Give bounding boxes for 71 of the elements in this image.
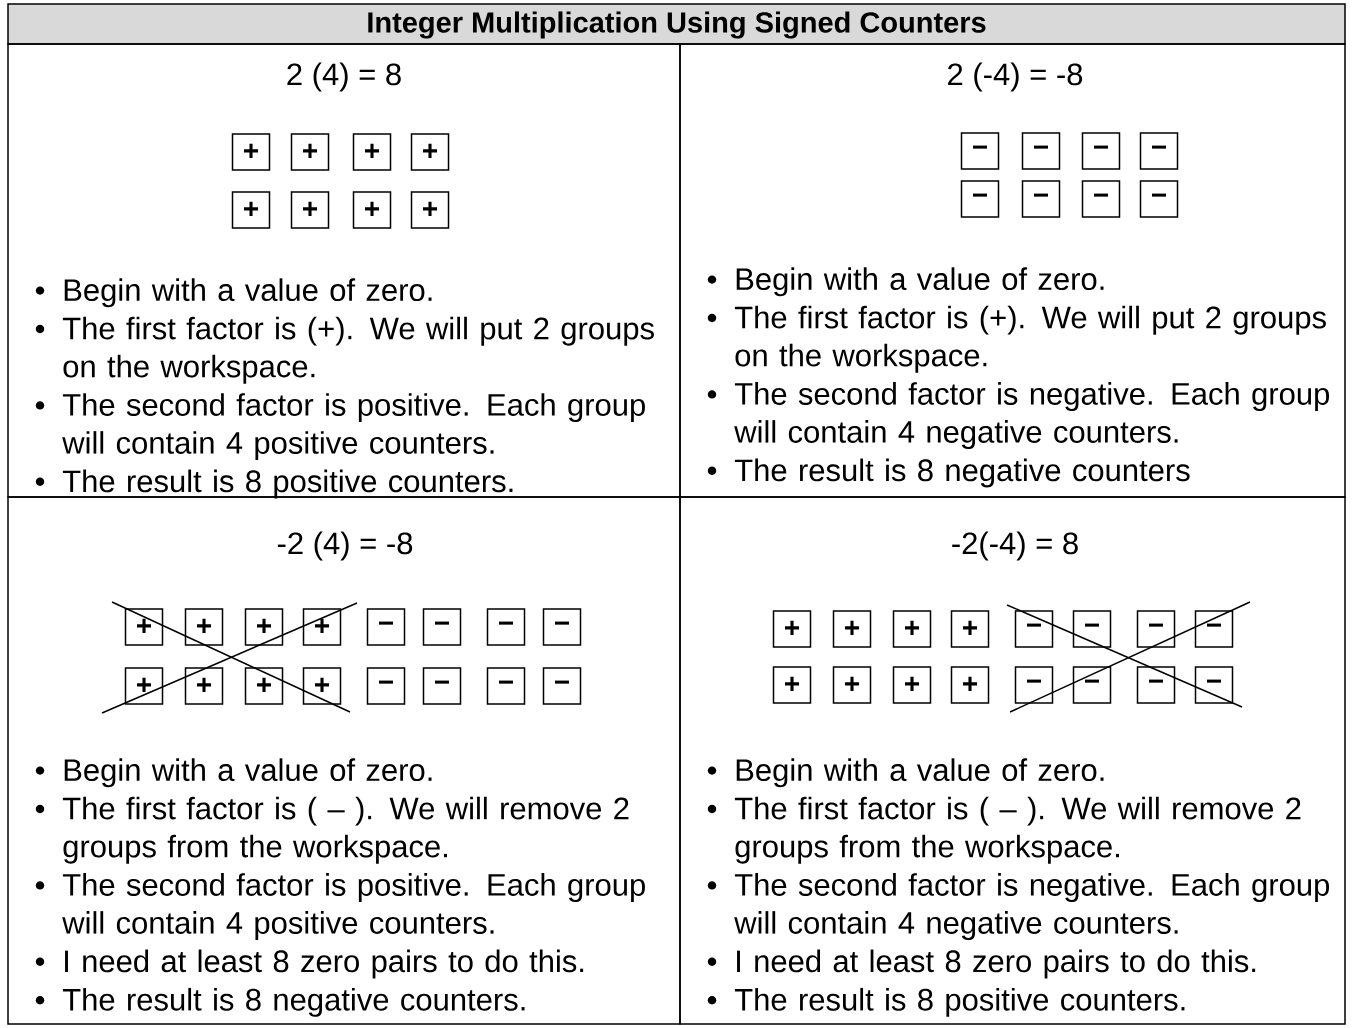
counter-tile: − xyxy=(1014,610,1054,648)
counter-tile: − xyxy=(1021,132,1061,170)
counter-tile: + xyxy=(410,191,450,229)
bullet-item: The second factor is positive. Each group will contain 4 positive counters. xyxy=(35,873,645,941)
bullet-item: I need at least 8 zero pairs to do this. xyxy=(35,949,584,979)
bullet-item: The second factor is negative. Each group will contain 4 negative counters. xyxy=(707,382,1330,450)
equation: -2(-4) = 8 xyxy=(952,531,1078,561)
counter-tile: + xyxy=(184,608,224,646)
counter-tile: − xyxy=(1139,132,1179,170)
counter-tile: + xyxy=(290,133,330,171)
bullet-item: The second factor is positive. Each group will contain 4 positive counters. xyxy=(35,393,645,461)
equation: 2 (4) = 8 xyxy=(287,62,401,92)
counter-tile: − xyxy=(422,667,462,705)
counter-tile: − xyxy=(366,667,406,705)
counter-tile: + xyxy=(772,610,812,648)
bullet-item: Begin with a value of zero. xyxy=(707,267,1104,297)
bullet-item: The result is 8 negative counters. xyxy=(35,987,525,1017)
counter-tile: + xyxy=(832,610,872,648)
counter-tile: − xyxy=(1194,666,1234,704)
counter-tile: + xyxy=(772,666,812,704)
bullet-item: The result is 8 positive counters. xyxy=(707,987,1185,1017)
counter-tile: − xyxy=(486,608,526,646)
counter-tile: + xyxy=(950,666,990,704)
counter-tile: + xyxy=(892,610,932,648)
counter-tile: − xyxy=(1072,666,1112,704)
bullet-item: The first factor is (+). We will put 2 groups on the workspace. xyxy=(707,305,1326,373)
equation: 2 (-4) = -8 xyxy=(948,62,1083,92)
bullet-item: The second factor is negative. Each group will contain 4 negative counters. xyxy=(707,873,1330,941)
counter-tile: − xyxy=(960,132,1000,170)
bullet-item: Begin with a value of zero. xyxy=(35,278,432,308)
counter-tile: + xyxy=(352,133,392,171)
counter-tile: + xyxy=(124,667,164,705)
counter-tile: − xyxy=(1194,610,1234,648)
counter-tile: − xyxy=(542,608,582,646)
bullet-item: The first factor is (+). We will put 2 groups on the workspace. xyxy=(35,316,654,384)
counter-tile: + xyxy=(892,666,932,704)
counter-tile: + xyxy=(231,133,271,171)
counter-tile: + xyxy=(410,133,450,171)
counter-tile: + xyxy=(124,608,164,646)
counter-tile: + xyxy=(290,191,330,229)
equation: -2 (4) = -8 xyxy=(277,531,413,561)
bullet-item: I need at least 8 zero pairs to do this. xyxy=(707,949,1256,979)
bullet-item: The first factor is ( – ). We will remove 2 groups from the workspace. xyxy=(707,796,1301,864)
bullet-item: Begin with a value of zero. xyxy=(707,758,1104,788)
counter-tile: − xyxy=(1136,666,1176,704)
counter-tile: − xyxy=(1081,180,1121,218)
bullet-item: The first factor is ( – ). We will remove 2 groups from the workspace. xyxy=(35,796,629,864)
counter-tile: − xyxy=(1021,180,1061,218)
counter-tile: − xyxy=(366,608,406,646)
counter-tile: + xyxy=(302,667,342,705)
counter-tile: − xyxy=(1072,610,1112,648)
counter-tile: − xyxy=(422,608,462,646)
bullet-item: Begin with a value of zero. xyxy=(35,758,432,788)
counter-tile: + xyxy=(244,608,284,646)
title-bar: Integer Multiplication Using Signed Counters xyxy=(7,3,1346,45)
counter-tile: + xyxy=(302,608,342,646)
bullet-item: The result is 8 negative counters xyxy=(707,458,1190,488)
counter-tile: − xyxy=(1081,132,1121,170)
counter-tile: − xyxy=(1139,180,1179,218)
counter-tile: − xyxy=(542,667,582,705)
counter-tile: + xyxy=(832,666,872,704)
counter-tile: + xyxy=(950,610,990,648)
counter-tile: + xyxy=(352,191,392,229)
counter-tile: − xyxy=(1014,666,1054,704)
counter-tile: + xyxy=(244,667,284,705)
counter-tile: − xyxy=(1136,610,1176,648)
counter-tile: + xyxy=(184,667,224,705)
bullet-item: The result is 8 positive counters. xyxy=(35,469,513,499)
counter-tile: − xyxy=(486,667,526,705)
counter-tile: + xyxy=(231,191,271,229)
counter-tile: − xyxy=(960,180,1000,218)
